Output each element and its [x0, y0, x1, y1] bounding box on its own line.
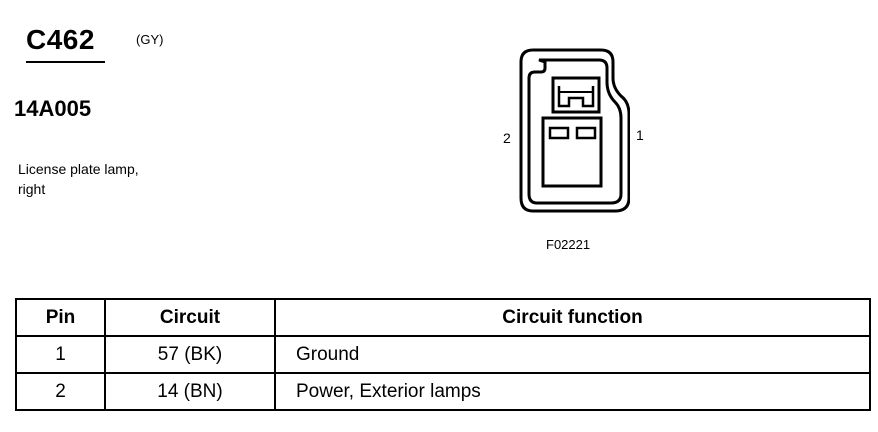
table-row: 2 14 (BN) Power, Exterior lamps [15, 372, 871, 411]
pin-label-right: 1 [636, 127, 644, 143]
figure-code: F02221 [546, 237, 591, 252]
locking-tab [551, 76, 601, 114]
part-number: 14A005 [14, 96, 92, 121]
table-row: 1 57 (BK) Ground [15, 335, 871, 374]
connector-description: License plate lamp, right [18, 159, 188, 199]
cell-pin: 1 [15, 335, 106, 374]
header-pin: Pin [15, 298, 106, 337]
cell-function: Ground [274, 335, 871, 374]
pin-label-left: 2 [503, 130, 511, 146]
locking-tab-notch [557, 86, 595, 108]
header-circuit-function: Circuit function [274, 298, 871, 337]
connector-color: (GY) [136, 32, 164, 47]
connector-id-underline [26, 61, 105, 63]
table-header-row: Pin Circuit Circuit function [15, 298, 871, 337]
cell-pin: 2 [15, 372, 106, 411]
description-line-2: right [18, 181, 46, 197]
terminal-slot-1 [575, 126, 597, 140]
cell-circuit: 14 (BN) [104, 372, 276, 411]
connector-face-drawing [519, 48, 630, 213]
header-circuit: Circuit [104, 298, 276, 337]
connector-id: C462 [26, 24, 95, 55]
connector-inner-housing [527, 58, 623, 205]
pinout-table: Pin Circuit Circuit function 1 57 (BK) G… [15, 298, 871, 411]
terminal-slot-2 [548, 126, 570, 140]
terminal-cavity-block [541, 116, 603, 188]
cell-circuit: 57 (BK) [104, 335, 276, 374]
description-line-1: License plate lamp, [18, 161, 139, 177]
cell-function: Power, Exterior lamps [274, 372, 871, 411]
connector-outer-housing [519, 48, 630, 213]
